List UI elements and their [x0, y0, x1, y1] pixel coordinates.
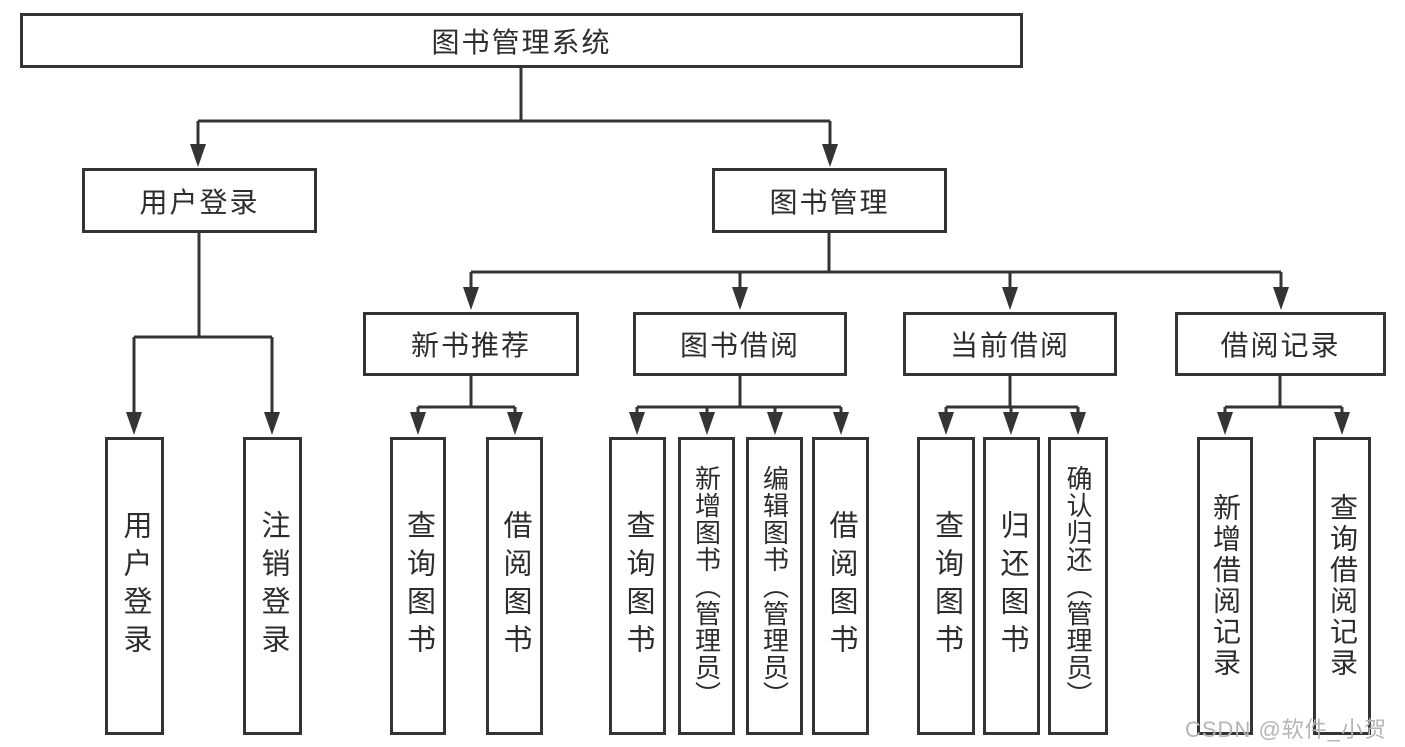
node-label: 图书管理系统 [431, 26, 612, 58]
node-label: 新书推荐 [410, 330, 531, 361]
leaf-edit-books-admin: 编辑图书（管理员） [746, 437, 803, 735]
node-borrowing-records: 借阅记录 [1175, 312, 1386, 376]
node-label: 查询借阅记录 [1327, 493, 1358, 679]
node-label: 新增图书（管理员） [691, 464, 722, 708]
arrowhead-icon [629, 412, 645, 435]
arrowhead-icon [126, 412, 142, 435]
node-user-login: 用户登录 [82, 168, 317, 233]
arrowhead-icon [699, 412, 715, 435]
leaf-user-login: 用户登录 [105, 437, 164, 735]
arrowheads [126, 144, 1350, 435]
leaf-return-books: 归还图书 [983, 437, 1040, 735]
node-label: 注销登录 [257, 510, 289, 662]
node-current-borrowing: 当前借阅 [903, 312, 1117, 376]
leaf-query-books-borrow: 查询图书 [609, 437, 666, 735]
arrowhead-icon [190, 144, 206, 167]
arrowhead-icon [732, 287, 748, 310]
arrowhead-icon [1334, 412, 1350, 435]
leaf-query-books-recommend: 查询图书 [390, 437, 446, 735]
node-label: 新增借阅记录 [1210, 493, 1241, 679]
node-label: 借阅图书 [499, 510, 531, 662]
leaf-query-borrow-record: 查询借阅记录 [1313, 437, 1371, 735]
arrowhead-icon [1273, 287, 1289, 310]
node-label: 编辑图书（管理员） [759, 464, 790, 708]
arrowhead-icon [1217, 412, 1233, 435]
leaf-query-books-current: 查询图书 [917, 437, 975, 735]
leaf-logout: 注销登录 [243, 437, 302, 735]
leaf-add-borrow-record: 新增借阅记录 [1197, 437, 1253, 735]
node-label: 借阅记录 [1220, 330, 1341, 361]
arrowhead-icon [507, 412, 523, 435]
node-label: 图书管理 [769, 186, 890, 218]
node-label: 借阅图书 [825, 510, 857, 662]
node-label: 确认归还（管理员） [1063, 464, 1093, 708]
node-label: 用户登录 [119, 510, 151, 662]
arrowhead-icon [833, 412, 849, 435]
node-label: 查询图书 [402, 510, 435, 662]
node-label: 归还图书 [996, 510, 1028, 662]
node-book-management: 图书管理 [712, 168, 947, 233]
leaf-borrow-books: 借阅图书 [812, 437, 869, 735]
node-label: 查询图书 [930, 510, 963, 662]
node-new-book-recommend: 新书推荐 [363, 312, 579, 376]
csdn-watermark: CSDN @软件_小贺同学 [1185, 717, 1388, 742]
leaf-borrow-books-recommend: 借阅图书 [486, 437, 543, 735]
arrowhead-icon [1002, 287, 1018, 310]
node-book-borrowing: 图书借阅 [633, 312, 847, 376]
arrowhead-icon [463, 287, 479, 310]
node-label: 图书借阅 [679, 330, 800, 361]
node-label: 用户登录 [139, 186, 260, 218]
leaf-confirm-return-admin: 确认归还（管理员） [1048, 437, 1108, 735]
arrowhead-icon [767, 412, 783, 435]
arrowhead-icon [410, 412, 426, 435]
leaf-add-books-admin: 新增图书（管理员） [678, 437, 735, 735]
arrowhead-icon [1003, 412, 1019, 435]
node-root-system: 图书管理系统 [20, 13, 1023, 68]
node-label: 查询图书 [622, 510, 654, 662]
arrowhead-icon [938, 412, 954, 435]
node-label: 当前借阅 [949, 330, 1070, 361]
arrowhead-icon [822, 144, 838, 167]
arrowhead-icon [264, 412, 280, 435]
arrowhead-icon [1070, 412, 1086, 435]
